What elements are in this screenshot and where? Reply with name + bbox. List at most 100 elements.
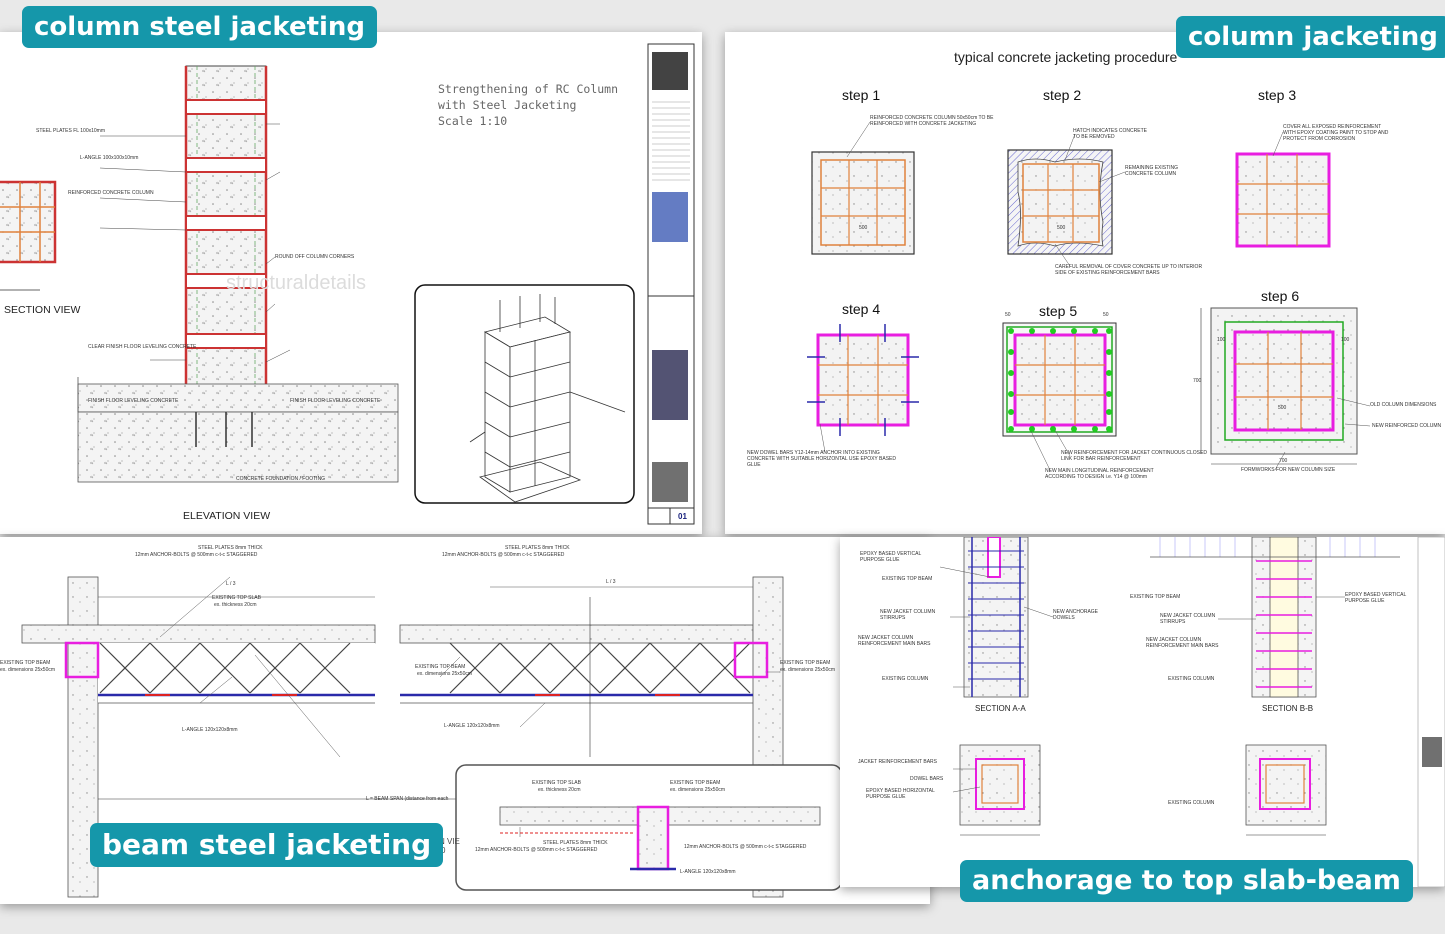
anchor-note-existing-col-b: EXISTING COLUMN bbox=[1168, 676, 1215, 682]
right-beam-bracing bbox=[449, 642, 751, 694]
inset-note-slab-dim: ex. thickness 20cm bbox=[538, 787, 581, 793]
step-2-label: step 2 bbox=[1043, 87, 1082, 103]
note-floor-left: FINISH FLOOR LEVELING CONCRETE bbox=[88, 398, 179, 404]
badge-column-jacketing: column jacketing bbox=[1176, 16, 1445, 58]
inset-note-beam-dim: ex. dimensions 25x50cm bbox=[670, 787, 726, 793]
step6-column bbox=[1200, 307, 1358, 465]
anchor-note-top-beam-b: EXISTING TOP BEAM bbox=[1130, 594, 1181, 600]
step5-column bbox=[1002, 322, 1117, 437]
beam-leaders bbox=[159, 576, 780, 758]
inset-note-slab: EXISTING TOP SLAB bbox=[532, 780, 581, 786]
beam-note-plates: STEEL PLATES 8mm THICK bbox=[198, 545, 263, 551]
step2-dim-500: 500 bbox=[1057, 225, 1066, 231]
section-view-shape bbox=[0, 180, 57, 264]
step5-note-main: NEW MAIN LONGITUDINAL REINFORCEMENT ACCO… bbox=[1045, 468, 1154, 480]
drawing-title-scale: Scale 1:10 bbox=[438, 114, 508, 128]
badge-beam-steel-jacketing: beam steel jacketing bbox=[90, 823, 444, 867]
drawing-title-line-1: Strengthening of RC Column bbox=[438, 82, 619, 96]
anchor-note-dowel: DOWEL BARS bbox=[910, 776, 944, 782]
note-steel-plates: STEEL PLATES FL 100x10mm bbox=[36, 128, 106, 134]
jacketing-procedure-title: typical concrete jacketing procedure bbox=[954, 49, 1178, 65]
beam-note-angle-mid: L-ANGLE 120x120x8mm bbox=[444, 723, 500, 729]
step6-dim-100-right: 100 bbox=[1341, 337, 1350, 343]
section-b-stirrups bbox=[1256, 560, 1312, 688]
step2-note-hatch: HATCH INDICATES CONCRETE TO BE REMOVED bbox=[1073, 128, 1147, 140]
step5-dim-50-left: 50 bbox=[1005, 312, 1011, 318]
beam-note-bolts: 12mm ANCHOR-BOLTS @ 500mm c-t-c STAGGERE… bbox=[135, 552, 258, 558]
beam-note-angle-left: L-ANGLE 120x120x8mm bbox=[182, 727, 238, 733]
step5-dim-50-right: 50 bbox=[1103, 312, 1109, 318]
beam-note-existing-beam-right: EXISTING TOP BEAM bbox=[780, 660, 831, 666]
step-5-label: step 5 bbox=[1039, 303, 1078, 319]
beam-note-beam-dim-left: ex. dimensions 25x50cm bbox=[0, 667, 56, 673]
beam-note-l3-right: L / 3 bbox=[606, 579, 616, 585]
note-rc-column: REINFORCED CONCRETE COLUMN bbox=[68, 190, 154, 196]
step-3-label: step 3 bbox=[1258, 87, 1297, 103]
step-6-label: step 6 bbox=[1261, 288, 1300, 304]
anchor-note-main-bars: NEW JACKET COLUMN REINFORCEMENT MAIN BAR… bbox=[858, 635, 931, 647]
beam-note-existing-beam-mid: EXISTING TOP BEAM bbox=[415, 664, 466, 670]
badge-column-steel-jacketing: column steel jacketing bbox=[22, 6, 378, 48]
anchor-note-epoxy-v: EPOXY BASED VERTICAL PURPOSE GLUE bbox=[860, 551, 922, 563]
note-l-angle: L-ANGLE 100x100x10mm bbox=[80, 155, 139, 161]
step6-dim-500: 500 bbox=[1278, 405, 1287, 411]
step6-dim-700-side: 700 bbox=[1193, 378, 1202, 384]
anchor-note-jacket-reinf: JACKET REINFORCEMENT BARS bbox=[858, 759, 937, 765]
anchor-note-epoxy-v-b: EPOXY BASED VERTICAL PURPOSE GLUE bbox=[1345, 592, 1407, 604]
beam-note-beam-dim-mid: ex. dimensions 25x50cm bbox=[417, 671, 473, 677]
anchorage-leaders bbox=[939, 566, 1345, 793]
step-4-label: step 4 bbox=[842, 301, 881, 317]
section-view-label: SECTION VIEW bbox=[4, 304, 81, 316]
step4-note: NEW DOWEL BARS Y12-14mm ANCHOR INTO EXIS… bbox=[747, 450, 897, 468]
beam-note-bolts-right: 12mm ANCHOR-BOLTS @ 500mm c-t-c STAGGERE… bbox=[442, 552, 565, 558]
step3-column bbox=[1235, 152, 1331, 248]
step6-note-old: OLD COLUMN DIMENSIONS bbox=[1370, 402, 1437, 408]
anchorage-drawing bbox=[939, 537, 1445, 887]
section-a-a-label: SECTION A-A bbox=[975, 704, 1026, 713]
top-slab-bars bbox=[1159, 537, 1376, 557]
step2-note-removal: CAREFUL REMOVAL OF COVER CONCRETE UP TO … bbox=[1055, 264, 1203, 276]
beam-note-span: L = BEAM SPAN (distance from each bbox=[366, 796, 449, 802]
isometric-column bbox=[469, 294, 626, 503]
step6-dim-100-left: 100 bbox=[1217, 337, 1226, 343]
drawing-title: Strengthening of RC Column with Steel Ja… bbox=[438, 81, 618, 129]
section-a-stirrups bbox=[968, 550, 1024, 680]
step4-column bbox=[807, 324, 919, 436]
section-b-b-label: SECTION B-B bbox=[1262, 704, 1314, 713]
watermark: structuraldetails bbox=[226, 272, 367, 294]
inset-note-bolts: 12mm ANCHOR-BOLTS @ 500mm c-t-c STAGGERE… bbox=[475, 847, 598, 853]
inset-note-beam: EXISTING TOP BEAM bbox=[670, 780, 721, 786]
beam-note-slab-dim: ex. thickness 20cm bbox=[214, 602, 257, 608]
drawing-title-line-2: with Steel Jacketing bbox=[438, 98, 577, 112]
beam-note-l3-left: L / 3 bbox=[226, 581, 236, 587]
beam-note-beam-dim-right: ex. dimensions 25x50cm bbox=[780, 667, 836, 673]
steel-plates bbox=[185, 99, 267, 349]
note-floor-right: FINISH FLOOR LEVELING CONCRETE bbox=[290, 398, 381, 404]
sheet-anchorage: SECTION A-A SECTION B-B EPOXY BASED VERT… bbox=[840, 537, 1445, 887]
anchor-note-top-beam: EXISTING TOP BEAM bbox=[882, 576, 933, 582]
beam-jacketing-drawing bbox=[21, 576, 843, 898]
anchor-note-new-anchorage: NEW ANCHORAGE DOWELS bbox=[1053, 609, 1099, 621]
beam-note-slab: EXISTING TOP SLAB bbox=[212, 595, 261, 601]
note-clear-finish: CLEAR FINISH FLOOR LEVELING CONCRETE bbox=[88, 344, 197, 350]
step1-note: REINFORCED CONCRETE COLUMN 50x50cm TO BE… bbox=[870, 115, 994, 127]
beam-note-existing-beam-left: EXISTING TOP BEAM bbox=[0, 660, 51, 666]
anchor-note-main-bars-b: NEW JACKET COLUMN REINFORCEMENT MAIN BAR… bbox=[1146, 637, 1219, 649]
step6-note-new: NEW REINFORCED COLUMN bbox=[1372, 423, 1442, 429]
step-leaders bbox=[819, 121, 1371, 471]
note-round-corners: ROUND OFF COLUMN CORNERS bbox=[275, 254, 355, 260]
anchor-note-stirrups: NEW JACKET COLUMN STIRRUPS bbox=[880, 609, 936, 621]
anchor-note-epoxy-h: EPOXY BASED HORIZONTAL PURPOSE GLUE bbox=[866, 788, 935, 800]
elevation-view-label: ELEVATION VIEW bbox=[183, 510, 271, 522]
anchor-note-existing-col-c: EXISTING COLUMN bbox=[1168, 800, 1215, 806]
beam-note-plates-right: STEEL PLATES 8mm THICK bbox=[505, 545, 570, 551]
sheet-column-steel-jacketing: SECTION VIEW ELEVATION VIEW Strengthenin… bbox=[0, 32, 702, 534]
inset-note-plates: STEEL PLATES 8mm THICK bbox=[543, 840, 608, 846]
step2-note-remaining: REMAINING EXISTING CONCRETE COLUMN bbox=[1125, 165, 1179, 177]
sheet-beam-steel-jacketing: STEEL PLATES 8mm THICK 12mm ANCHOR-BOLTS… bbox=[0, 537, 930, 904]
step3-note: COVER ALL EXPOSED REINFORCEMENT WITH EPO… bbox=[1283, 124, 1389, 142]
title-block-lines bbox=[652, 101, 690, 181]
step5-note-reinf: NEW REINFORCEMENT FOR JACKET CONTINUOUS … bbox=[1061, 450, 1207, 462]
anchor-note-existing-col: EXISTING COLUMN bbox=[882, 676, 929, 682]
column-steel-drawing bbox=[0, 43, 695, 525]
